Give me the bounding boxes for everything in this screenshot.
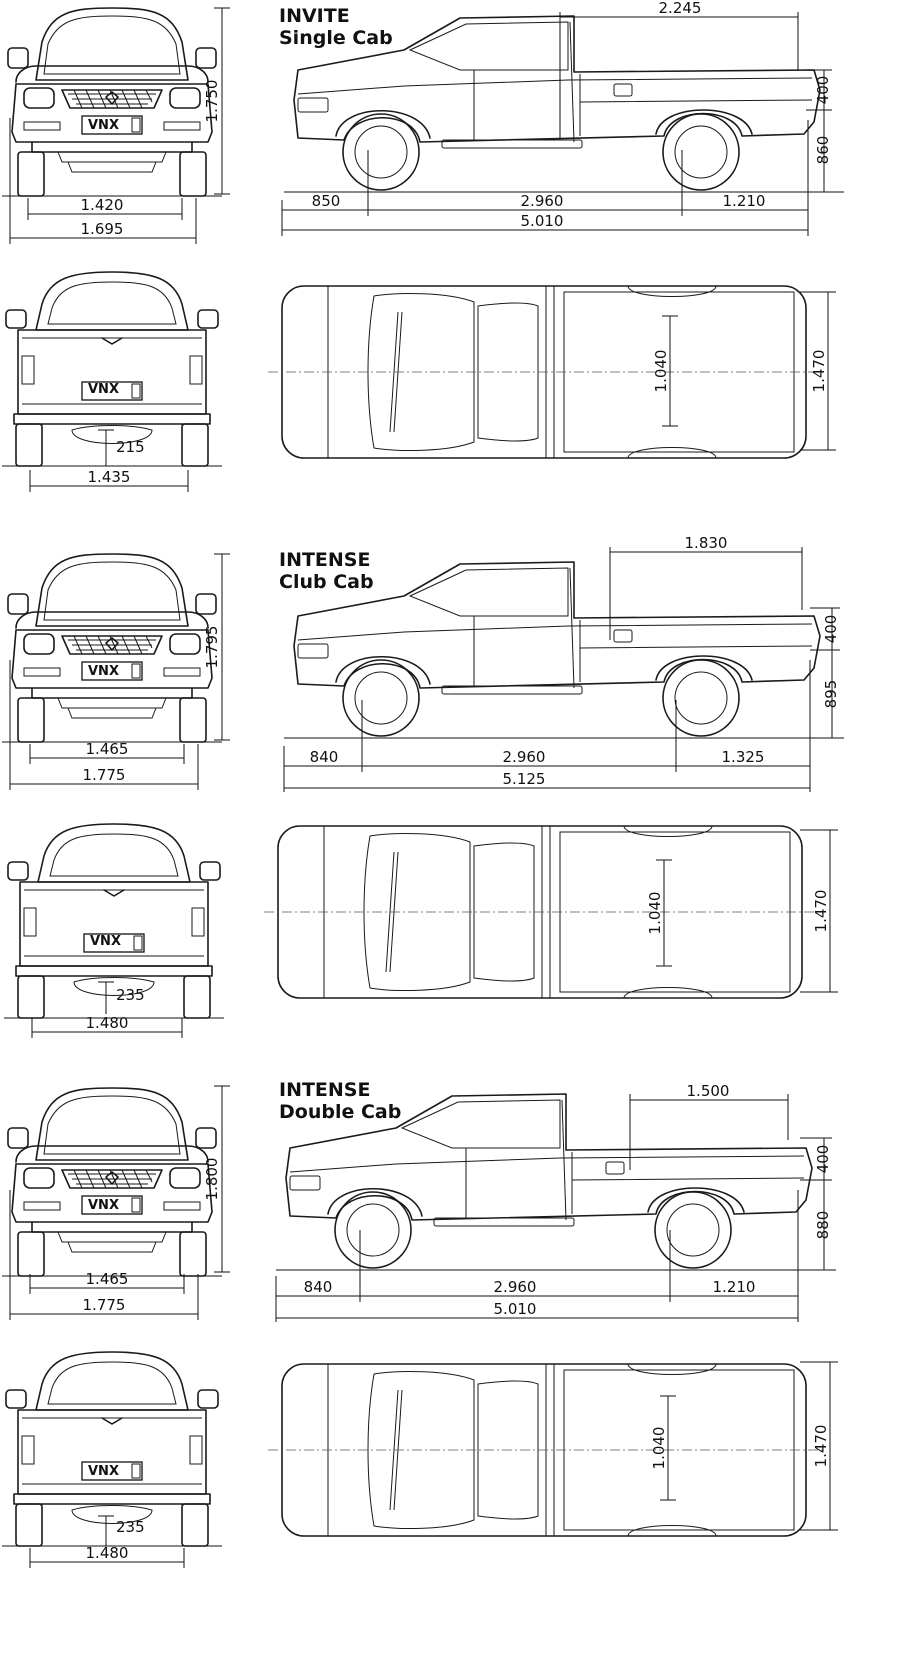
dim-bed-outer-width: 1.470 [812, 890, 830, 933]
dim-bed-outer-width: 1.470 [812, 1425, 830, 1468]
section-title-model: INTENSE [279, 1079, 370, 1101]
dim-rear-overhang: 1.325 [722, 748, 765, 766]
dim-bed-inner-width: 1.040 [646, 892, 664, 935]
dim-front-height: 1.800 [203, 1158, 221, 1201]
dim-bed-inner-width: 1.040 [652, 350, 670, 393]
dim-front-track: 1.465 [86, 1270, 129, 1288]
dim-front-overhang: 840 [304, 1278, 333, 1296]
dim-rear-track: 1.480 [86, 1014, 129, 1032]
section-title-cab: Single Cab [279, 27, 393, 49]
dim-floor-height: 880 [814, 1211, 832, 1240]
rear-view-drawing [3, 823, 225, 1019]
dim-overall-length: 5.010 [494, 1300, 537, 1318]
top-view-drawing [263, 825, 823, 999]
dim-bed-inner-width: 1.040 [650, 1427, 668, 1470]
rear-view-drawing [1, 271, 223, 467]
dim-rear-track: 1.480 [86, 1544, 129, 1562]
dim-front-overhang: 840 [310, 748, 339, 766]
dim-front-overhang: 850 [312, 192, 341, 210]
section-title-model: INVITE [279, 5, 350, 27]
license-plate-front: VNX [88, 1198, 119, 1213]
dim-overall-length: 5.010 [521, 212, 564, 230]
dim-front-height: 1.795 [203, 626, 221, 669]
dim-ground-clearance: 235 [116, 986, 145, 1004]
dim-bed-outer-width: 1.470 [810, 350, 828, 393]
dim-rear-overhang: 1.210 [713, 1278, 756, 1296]
dim-ground-clearance: 215 [116, 438, 145, 456]
dim-wheelbase: 2.960 [503, 748, 546, 766]
section-title-model: INTENSE [279, 549, 370, 571]
section-invite-single-cab [1, 7, 845, 492]
dim-rear-overhang: 1.210 [723, 192, 766, 210]
dim-rear-track: 1.435 [88, 468, 131, 486]
dim-bed-length: 2.245 [659, 0, 702, 17]
license-plate-rear: VNX [88, 382, 119, 397]
dim-overall-length: 5.125 [503, 770, 546, 788]
section-title-cab: Club Cab [279, 571, 374, 593]
section-intense-club-cab [1, 547, 845, 1038]
dim-ground-clearance: 235 [116, 1518, 145, 1536]
dim-bed-height: 400 [822, 615, 840, 644]
dim-bed-length: 1.830 [685, 534, 728, 552]
dim-bed-height: 400 [814, 76, 832, 105]
license-plate-front: VNX [88, 118, 119, 133]
front-view-drawing [1, 553, 223, 743]
license-plate-rear: VNX [88, 1464, 119, 1479]
front-view-drawing [1, 7, 223, 197]
dim-wheelbase: 2.960 [521, 192, 564, 210]
section-title-cab: Double Cab [279, 1101, 401, 1123]
license-plate-rear: VNX [90, 934, 121, 949]
dim-front-track: 1.420 [81, 196, 124, 214]
license-plate-front: VNX [88, 664, 119, 679]
section-intense-double-cab [1, 1085, 838, 1568]
top-view-drawing [267, 1363, 827, 1537]
dim-front-height: 1.750 [203, 80, 221, 123]
rear-view-drawing [1, 1351, 223, 1547]
dim-floor-height: 860 [814, 136, 832, 165]
dim-bed-length: 1.500 [687, 1082, 730, 1100]
dim-front-width: 1.775 [83, 766, 126, 784]
dim-front-track: 1.465 [86, 740, 129, 758]
dim-front-width: 1.695 [81, 220, 124, 238]
dim-wheelbase: 2.960 [494, 1278, 537, 1296]
front-view-drawing [1, 1087, 223, 1277]
dim-bed-height: 400 [814, 1145, 832, 1174]
top-view-drawing [267, 285, 827, 459]
dim-front-width: 1.775 [83, 1296, 126, 1314]
dim-floor-height: 895 [822, 680, 840, 709]
